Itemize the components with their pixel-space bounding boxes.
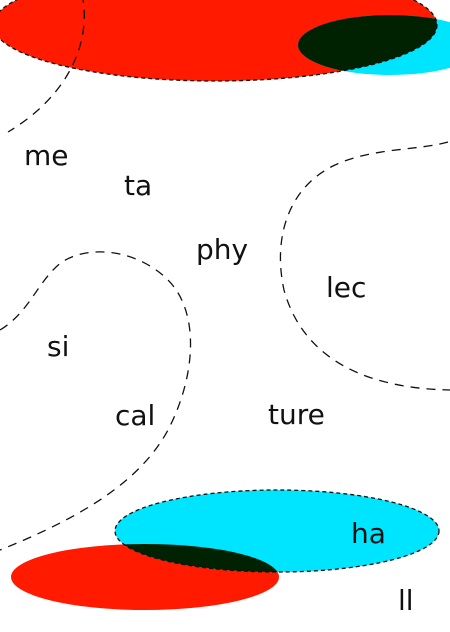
syllable-lec: lec [326, 271, 367, 304]
syllable-ta: ta [124, 169, 153, 202]
syllable-ha: ha [351, 517, 386, 550]
bottom-overlap-ellipse [115, 544, 279, 572]
top-left-dashed-curve [7, 0, 85, 133]
right-dashed-curve [279, 141, 450, 391]
bottom-cyan-dashed-outline [114, 489, 440, 573]
syllable-phy: phy [196, 233, 249, 266]
syllable-me: me [24, 139, 69, 172]
syllable-ll: ll [398, 584, 414, 617]
left-dashed-blob [0, 251, 192, 551]
syllable-cal: cal [115, 399, 156, 432]
top-red-dashed-outline [0, 0, 438, 82]
syllable-si: si [47, 330, 70, 363]
syllable-ture: ture [268, 398, 325, 431]
